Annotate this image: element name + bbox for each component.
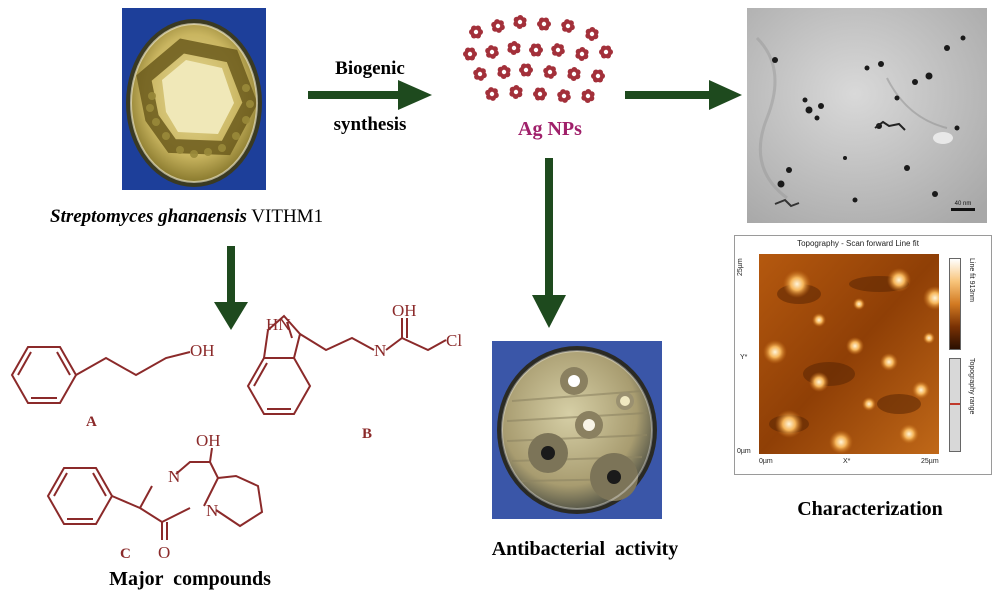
organism-species: Streptomyces ghanaensis xyxy=(50,206,247,227)
ag-nanoparticle xyxy=(543,65,557,79)
compound-c-n1: N xyxy=(168,467,180,486)
compound-a-structure xyxy=(10,346,191,404)
afm-title: Topography - Scan forward Line fit xyxy=(797,239,919,248)
ag-nanoparticle xyxy=(509,85,523,99)
tem-scalebar-label: 40 nm xyxy=(955,201,972,207)
tem-micrograph: 40 nm xyxy=(747,8,987,223)
ag-nanoparticle xyxy=(575,47,589,61)
ag-nanoparticle xyxy=(599,45,613,59)
ag-nanoparticle xyxy=(581,89,595,103)
compound-b-nh: HN xyxy=(266,315,291,334)
ag-nanoparticle xyxy=(533,87,547,101)
compound-c-n2: N xyxy=(206,501,218,520)
afm-x-right: 25µm xyxy=(921,458,939,465)
compound-b-structure xyxy=(246,314,447,415)
ag-nanoparticle xyxy=(519,63,533,77)
afm-topography-map xyxy=(759,254,939,454)
arrow-down-compounds xyxy=(214,246,248,330)
afm-range-label: Topography range xyxy=(968,358,975,415)
characterization-label: Characterization xyxy=(797,498,943,520)
afm-color-scale xyxy=(949,258,961,350)
inhibition-zones xyxy=(528,367,638,501)
streptomyces-culture-photo xyxy=(122,8,266,190)
chemical-structures: OH A HN N OH Cl B OH N N O C xyxy=(10,301,462,562)
compound-c-oh: OH xyxy=(196,431,221,450)
ag-nanoparticle xyxy=(485,87,499,101)
compound-c-label: C xyxy=(120,546,131,562)
organism-name: Streptomyces ghanaensis VITHM1 xyxy=(50,206,390,228)
compound-b-n: N xyxy=(374,341,386,360)
afm-x-left: 0µm xyxy=(759,458,773,465)
afm-scale-label: Line fit 913nm xyxy=(968,258,975,302)
afm-y-bottom: 0µm xyxy=(737,448,751,455)
arrow-right-characterization xyxy=(625,80,742,110)
arrow-right-synthesis xyxy=(308,80,432,110)
ag-nanoparticle xyxy=(491,19,505,33)
compound-c-o: O xyxy=(158,543,170,562)
ag-nanoparticle xyxy=(469,25,483,39)
antibacterial-plate-photo xyxy=(492,341,662,519)
afm-y-mid: Y* xyxy=(740,354,748,361)
afm-y-top: 25µm xyxy=(737,258,744,276)
ag-nanoparticle xyxy=(473,67,487,81)
afm-x-mid: X* xyxy=(843,458,851,465)
compound-a-label: A xyxy=(86,414,97,430)
ag-nanoparticle xyxy=(551,43,565,57)
ag-nanoparticle xyxy=(561,19,575,33)
arrow-down-antibacterial xyxy=(532,158,566,328)
process-line1: Biogenic xyxy=(335,58,405,79)
ag-nanoparticle xyxy=(537,17,551,31)
compound-b-label: B xyxy=(362,426,372,442)
ag-nanoparticle xyxy=(463,47,477,61)
ag-nanoparticle xyxy=(507,41,521,55)
compound-b-cl: Cl xyxy=(446,331,462,350)
ag-nanoparticle xyxy=(513,15,527,29)
afm-range-bar xyxy=(949,358,961,452)
compound-b-oh: OH xyxy=(392,301,417,320)
ag-nanoparticle xyxy=(557,89,571,103)
ag-nanoparticle xyxy=(591,69,605,83)
ag-nanoparticle xyxy=(529,43,543,57)
ag-nanoparticle xyxy=(497,65,511,79)
process-label: Biogenic synthesis xyxy=(322,56,418,138)
ag-nanoparticle xyxy=(567,67,581,81)
ag-np-label: Ag NPs xyxy=(518,118,582,140)
antibacterial-label: Antibacterial activity xyxy=(491,538,679,560)
major-compounds-label: Major compounds xyxy=(109,568,271,590)
ag-nanoparticle xyxy=(485,45,499,59)
organism-strain: VITHM1 xyxy=(251,206,324,227)
process-line2: synthesis xyxy=(333,114,407,135)
ag-nanoparticle-cluster xyxy=(463,15,613,103)
compound-a-oh: OH xyxy=(190,341,215,360)
compound-c-structure xyxy=(46,447,264,540)
afm-panel: Topography - Scan forward Line fit xyxy=(734,235,992,475)
ag-nanoparticle xyxy=(585,27,599,41)
